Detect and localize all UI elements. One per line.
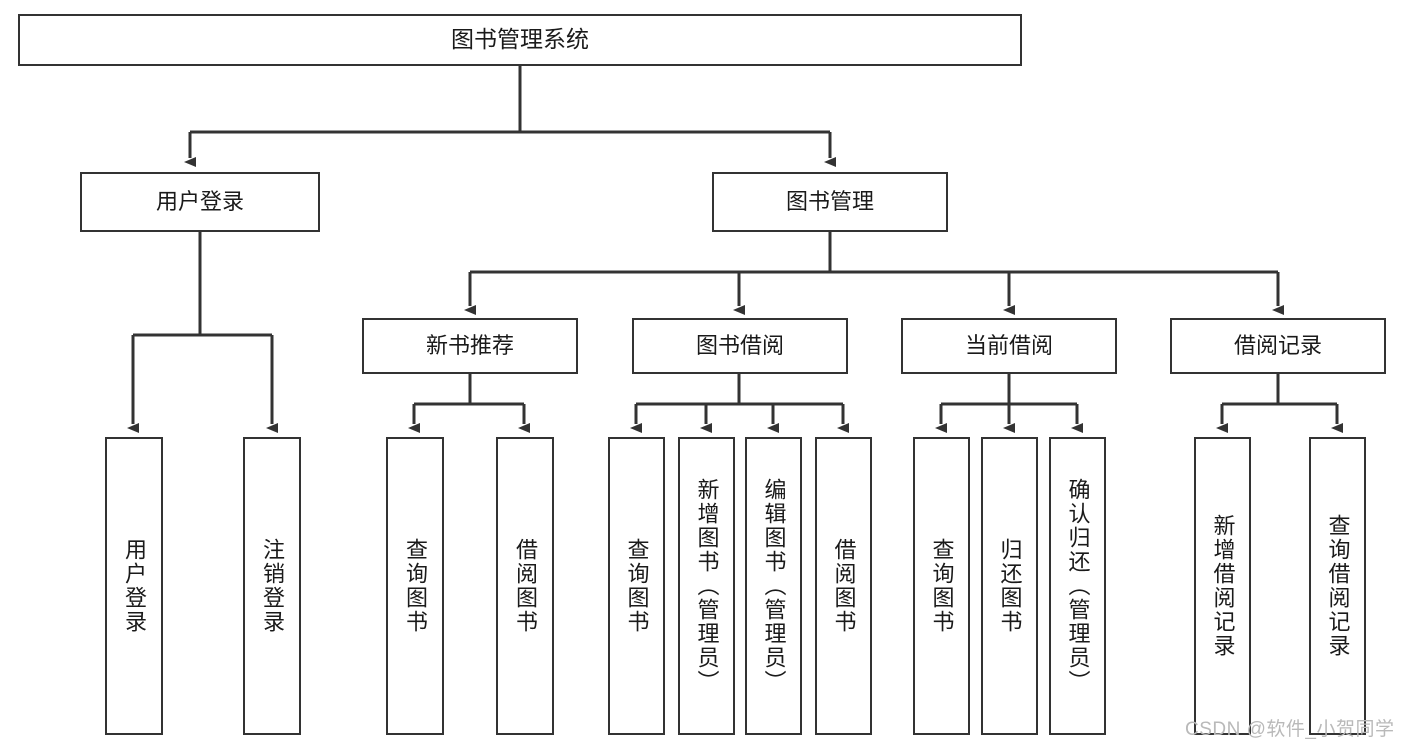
node-label: 新增借阅记录 <box>1210 514 1236 658</box>
node-label: 查询图书 <box>624 538 650 634</box>
node-current-borrow[interactable]: 当前借阅 <box>901 318 1117 374</box>
node-label: 借阅图书 <box>512 538 538 634</box>
node-label: 当前借阅 <box>964 333 1053 359</box>
leaf-book-borrow-borrow[interactable]: 借阅图书 <box>815 437 872 735</box>
node-label: 新增图书（管理员） <box>694 478 720 694</box>
node-root-system[interactable]: 图书管理系统 <box>18 14 1022 66</box>
node-label: 借阅记录 <box>1233 333 1322 359</box>
leaf-current-borrow-confirm-return[interactable]: 确认归还（管理员） <box>1049 437 1106 735</box>
leaf-new-book-borrow[interactable]: 借阅图书 <box>496 437 554 735</box>
node-label: 新书推荐 <box>425 333 514 359</box>
leaf-user-login-signout[interactable]: 注销登录 <box>243 437 301 735</box>
node-label: 借阅图书 <box>831 538 857 634</box>
leaf-book-borrow-add[interactable]: 新增图书（管理员） <box>678 437 735 735</box>
leaf-user-login-signin[interactable]: 用户登录 <box>105 437 163 735</box>
node-book-management[interactable]: 图书管理 <box>712 172 948 232</box>
leaf-book-borrow-query[interactable]: 查询图书 <box>608 437 665 735</box>
node-label: 图书管理系统 <box>451 26 589 53</box>
node-label: 用户登录 <box>155 189 244 215</box>
node-label: 查询图书 <box>402 538 428 634</box>
node-label: 查询借阅记录 <box>1325 514 1351 658</box>
node-label: 图书借阅 <box>695 333 784 359</box>
node-user-login[interactable]: 用户登录 <box>80 172 320 232</box>
node-label: 确认归还（管理员） <box>1065 478 1091 694</box>
leaf-borrow-record-add[interactable]: 新增借阅记录 <box>1194 437 1251 735</box>
leaf-book-borrow-edit[interactable]: 编辑图书（管理员） <box>745 437 802 735</box>
leaf-current-borrow-return[interactable]: 归还图书 <box>981 437 1038 735</box>
node-label: 用户登录 <box>121 538 147 634</box>
node-label: 图书管理 <box>785 189 874 215</box>
node-label: 编辑图书（管理员） <box>761 478 787 694</box>
node-label: 归还图书 <box>997 538 1023 634</box>
node-book-borrow[interactable]: 图书借阅 <box>632 318 848 374</box>
node-new-book-recommend[interactable]: 新书推荐 <box>362 318 578 374</box>
leaf-borrow-record-query[interactable]: 查询借阅记录 <box>1309 437 1366 735</box>
leaf-current-borrow-query[interactable]: 查询图书 <box>913 437 970 735</box>
node-label: 查询图书 <box>929 538 955 634</box>
node-borrow-record[interactable]: 借阅记录 <box>1170 318 1386 374</box>
leaf-new-book-query[interactable]: 查询图书 <box>386 437 444 735</box>
watermark-credit: CSDN @软件_小贺同学 <box>1185 719 1395 740</box>
node-label: 注销登录 <box>259 538 285 634</box>
